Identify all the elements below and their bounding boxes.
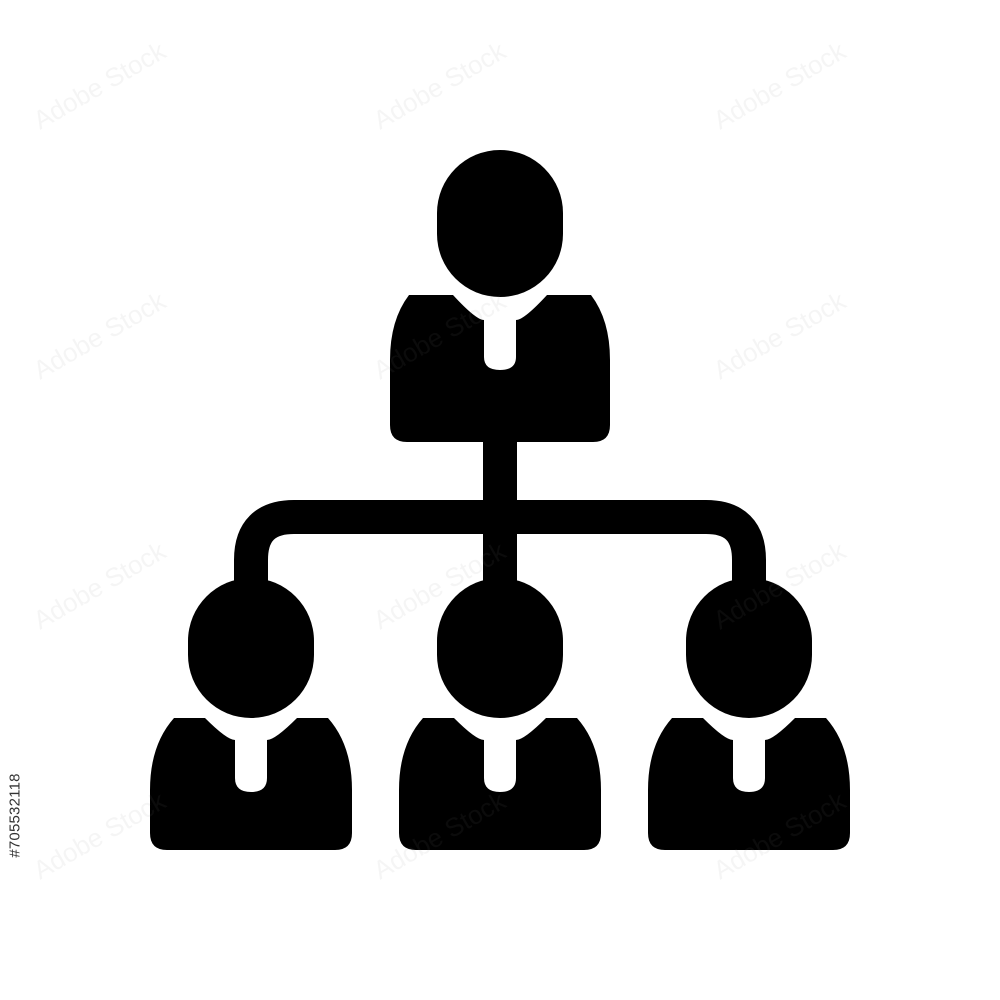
stock-id-label: #705532118 <box>4 770 26 860</box>
top-person-icon <box>390 150 610 442</box>
stock-id-text: #705532118 <box>6 772 24 858</box>
bottom-center-person-icon <box>399 578 601 850</box>
bottom-right-person-icon <box>648 578 850 850</box>
connector-lines <box>234 440 766 590</box>
bottom-left-person-icon <box>150 578 352 850</box>
